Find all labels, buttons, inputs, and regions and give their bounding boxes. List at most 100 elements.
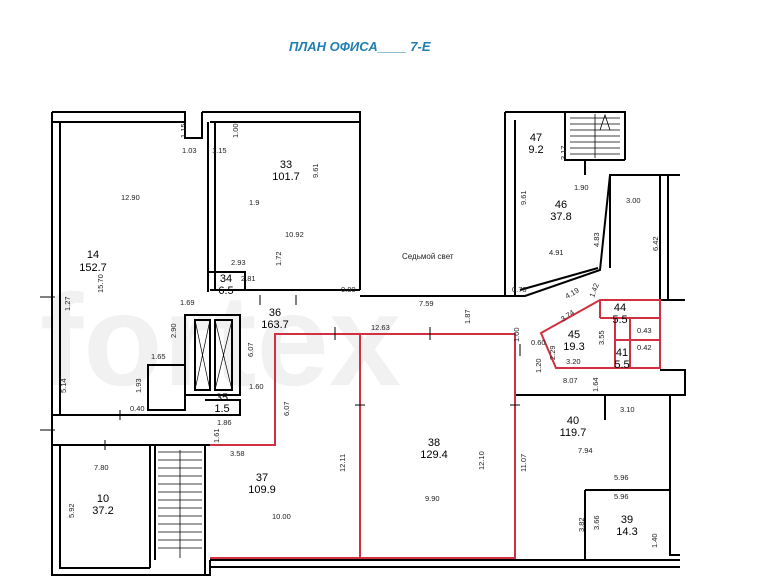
dimension-label: 6.07: [282, 401, 291, 416]
dimension-label: 1.61: [212, 428, 221, 443]
room-area: 119.7: [560, 427, 587, 439]
dimension-label: 12.11: [338, 454, 347, 472]
room-number: 38: [428, 437, 440, 449]
dimension-label: 1.42: [587, 282, 600, 299]
dimension-label: 1.20: [534, 358, 543, 373]
dimension-label: 3.58: [230, 449, 245, 458]
dimension-label: 3.20: [566, 357, 581, 366]
dimension-label: 7.59: [419, 299, 434, 308]
room-area: 1.5: [214, 403, 229, 415]
dimension-label: 1.72: [274, 251, 283, 266]
dimension-label: 3.00: [626, 196, 641, 205]
room-area: 5.5: [614, 359, 629, 371]
room-area: 9.2: [528, 144, 543, 156]
dimension-label: 5.96: [614, 473, 629, 482]
light-well-label: Седьмой свет: [402, 252, 454, 261]
dimension-label: 4.91: [549, 248, 564, 257]
dimension-label: 1.00: [231, 123, 240, 138]
dimension-label: 1.69: [180, 298, 195, 307]
dimension-label: 7.80: [94, 463, 109, 472]
room-area: 19.3: [563, 341, 584, 353]
room-number: 35: [216, 392, 228, 404]
room-area: 37.8: [550, 211, 571, 223]
dimension-label: 1.27: [63, 296, 72, 311]
dimension-label: 2.81: [241, 274, 256, 283]
room-number: 40: [567, 415, 579, 427]
dimension-label: 5.14: [59, 378, 68, 393]
dimension-label: 12.63: [371, 323, 390, 332]
dimension-label: 0.42: [637, 343, 652, 352]
dimension-label: 3.55: [597, 330, 606, 345]
dimension-label: 0.43: [637, 326, 652, 335]
room-number: 37: [256, 472, 268, 484]
room-number: 46: [555, 199, 567, 211]
dimension-label: 10.00: [272, 512, 291, 521]
dimension-label: 1.64: [591, 377, 600, 392]
dimension-label: 4.19: [564, 286, 581, 301]
dimension-label: 15.70: [96, 274, 105, 293]
dimension-label: 1.00: [512, 327, 521, 342]
room-area: 109.9: [248, 484, 276, 496]
dimension-labels: 1.15 1.00 1.03 1.15 12.90 9.61 1.9 10.92…: [59, 123, 660, 548]
room-number: 47: [530, 132, 542, 144]
room-number: 45: [568, 329, 580, 341]
dimension-label: 9.61: [519, 190, 528, 205]
dimension-label: 0.70: [512, 285, 527, 294]
dimension-label: 1.65: [151, 352, 166, 361]
room-area: 152.7: [79, 262, 107, 274]
dimension-label: 1.40: [650, 533, 659, 548]
dimension-label: 3.74: [559, 308, 576, 324]
dimension-label: 3.82: [577, 517, 586, 532]
dimension-label: 5.92: [67, 503, 76, 518]
room-number: 14: [87, 249, 99, 261]
highlighted-office-outline: [210, 299, 661, 559]
dimension-label: 1.93: [134, 378, 143, 393]
dimension-label: 2.90: [169, 323, 178, 338]
dimension-label: 3.17: [559, 145, 568, 160]
dimension-label: 3.66: [592, 515, 601, 530]
dimension-label: 1.15: [179, 123, 188, 138]
room-labels: 14 152.7 33 101.7 34 6.5 36 163.7 35 1.5…: [79, 132, 637, 538]
room-number: 33: [280, 159, 292, 171]
staircase-top: [570, 113, 620, 158]
room-area: 14.3: [616, 526, 637, 538]
dimension-label: 3.10: [620, 405, 635, 414]
room-area: 5.5: [612, 314, 627, 326]
dimension-label: 1.15: [212, 146, 227, 155]
dimension-label: 1.86: [217, 418, 232, 427]
dimension-label: 7.94: [578, 446, 593, 455]
dimension-label: 9.61: [311, 163, 320, 178]
dimension-label: 6.42: [651, 236, 660, 251]
dimension-label: 10.92: [285, 230, 304, 239]
dimension-label: 4.83: [592, 232, 601, 247]
dimension-label: 6.07: [246, 342, 255, 357]
room-area: 101.7: [272, 171, 300, 183]
dimension-label: 0.40: [130, 404, 145, 413]
dimension-label: 0.80: [341, 285, 356, 294]
watermark: fortex: [40, 267, 401, 413]
room-number: 41: [616, 347, 628, 359]
staircase-bottom: [158, 450, 202, 558]
room-area: 6.5: [218, 285, 233, 297]
dimension-label: 2.29: [548, 345, 557, 360]
room-area: 129.4: [420, 449, 448, 461]
dimension-label: 9.90: [425, 494, 440, 503]
walls: [51, 111, 686, 576]
door-ticks: [40, 295, 521, 450]
dimension-label: 12.10: [477, 451, 486, 470]
dimension-label: 11.07: [519, 454, 528, 472]
room-area: 37.2: [92, 505, 113, 517]
dimension-label: 2.93: [231, 258, 246, 267]
room-number: 44: [614, 302, 626, 314]
room-number: 10: [97, 493, 109, 505]
dimension-label: 5.96: [614, 492, 629, 501]
dimension-label: 1.87: [463, 309, 472, 324]
dimension-label: 1.90: [574, 183, 589, 192]
lift-shafts: [194, 319, 233, 391]
room-number: 34: [220, 273, 232, 285]
dimension-label: 1.60: [249, 382, 264, 391]
dimension-label: 8.07: [563, 376, 578, 385]
dimension-label: 1.9: [249, 198, 259, 207]
dimension-label: 1.03: [182, 146, 197, 155]
